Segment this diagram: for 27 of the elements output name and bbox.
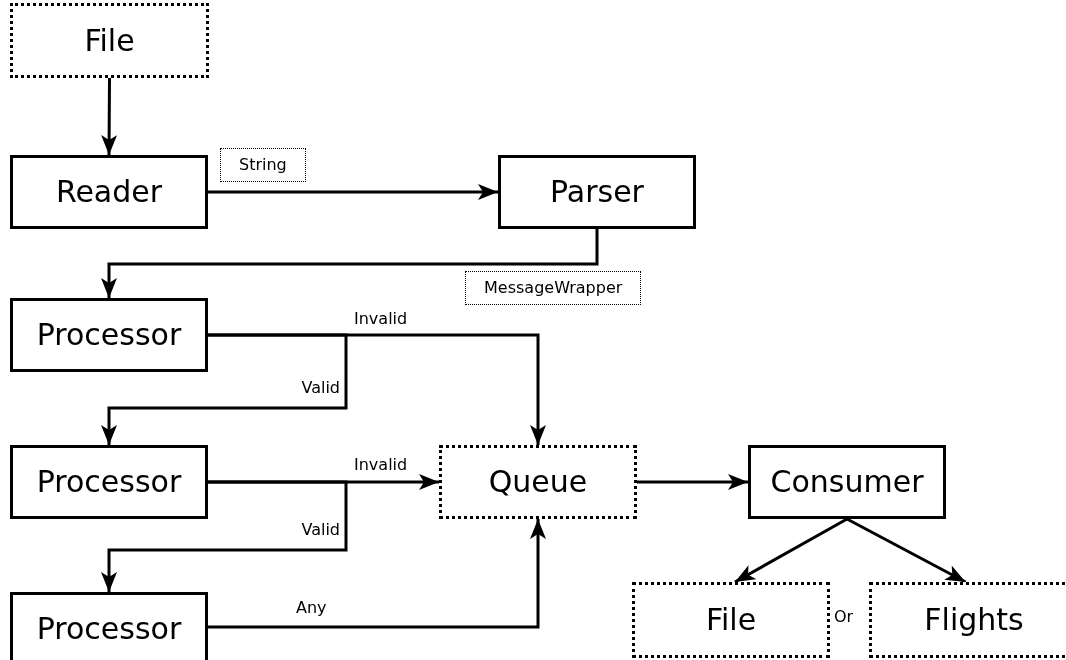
edge-label: Valid — [301, 380, 340, 396]
arrow — [101, 480, 348, 592]
process-box: Processor — [10, 592, 208, 660]
dotted-box: File — [10, 3, 209, 78]
dotted-box: Queue — [439, 445, 637, 519]
process-box: Processor — [10, 298, 208, 372]
arrow — [101, 229, 599, 298]
arrow — [208, 184, 498, 200]
arrow — [208, 519, 546, 629]
arrow — [637, 474, 748, 490]
edge-label: Any — [296, 600, 327, 616]
process-box: Consumer — [748, 445, 946, 519]
process-box: Processor — [10, 445, 208, 519]
arrow — [734, 517, 848, 584]
dotted-box: Flights — [869, 582, 1066, 658]
edge-label-tag: MessageWrapper — [465, 271, 642, 305]
text-label: Or — [834, 609, 854, 625]
arrow — [101, 78, 118, 155]
process-box: Reader — [10, 155, 208, 229]
arrow — [101, 333, 348, 445]
edge-label: Invalid — [354, 311, 408, 327]
arrow — [846, 517, 967, 584]
dotted-box: File — [632, 582, 830, 658]
process-box: Parser — [498, 155, 696, 229]
edge-label: Valid — [301, 522, 340, 538]
edge-label-tag: String — [220, 148, 306, 182]
edge-label: Invalid — [354, 457, 408, 473]
